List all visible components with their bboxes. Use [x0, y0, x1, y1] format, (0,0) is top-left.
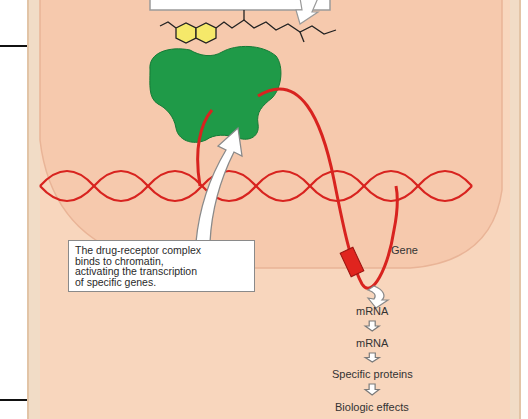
entry-arrow: [296, 0, 318, 24]
callout-text: The drug-receptor complex binds to chrom…: [75, 245, 203, 287]
transcription-arrow: [368, 286, 388, 308]
gene-block: [340, 247, 364, 276]
step-text: mRNA: [356, 305, 388, 317]
drug-molecule: [160, 10, 336, 43]
flow-step: mRNA: [353, 332, 391, 352]
flow-arrow: [365, 321, 379, 331]
flow-step: Specific proteins: [329, 363, 416, 383]
callout-box: The drug-receptor complex binds to chrom…: [68, 240, 255, 292]
step-text: Specific proteins: [332, 368, 413, 380]
gene-label: Gene: [391, 244, 418, 256]
dna-helix: [40, 171, 472, 201]
nucleus: [40, 0, 502, 268]
flow-step: Biologic effects: [332, 396, 412, 416]
cytoplasm: [40, 0, 510, 419]
step-text: Biologic effects: [335, 401, 409, 413]
flow-arrow: [365, 384, 379, 395]
step-text: mRNA: [356, 337, 388, 349]
callout-arrow: [196, 128, 242, 242]
flow-arrow: [365, 353, 379, 362]
cell-panel: [28, 0, 520, 419]
flow-step: mRNA: [353, 300, 391, 320]
